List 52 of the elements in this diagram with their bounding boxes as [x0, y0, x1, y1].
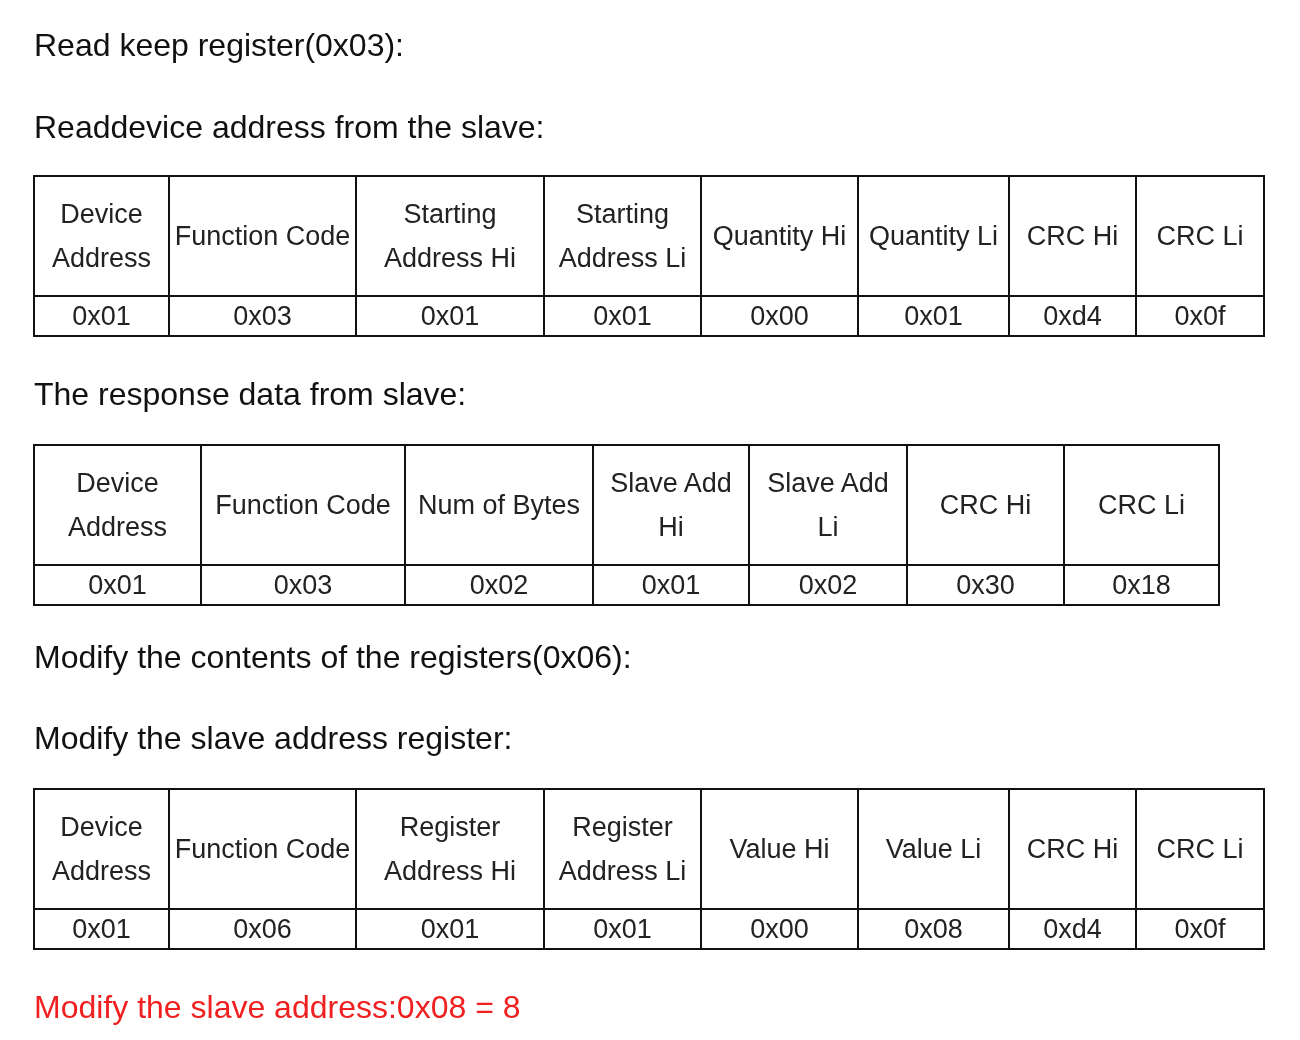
value-cell: 0x01 [544, 909, 701, 949]
column-header-cell: Function Code [169, 789, 356, 909]
value-cell: 0x01 [356, 296, 544, 336]
value-cell: 0x30 [907, 565, 1064, 605]
column-header-cell: Device Address [34, 789, 169, 909]
column-header-cell: Slave Add Li [749, 445, 907, 565]
column-header-cell: Quantity Hi [701, 176, 858, 296]
value-cell: 0x01 [34, 296, 169, 336]
section-heading: Modify the contents of the registers(0x06): [34, 638, 632, 676]
column-header-cell: CRC Hi [1009, 789, 1136, 909]
value-cell: 0x01 [593, 565, 749, 605]
value-cell: 0xd4 [1009, 909, 1136, 949]
value-cell: 0x01 [356, 909, 544, 949]
value-cell: 0x08 [858, 909, 1009, 949]
value-cell: 0x18 [1064, 565, 1219, 605]
note-text: Modify the slave address:0x08 = 8 [34, 988, 521, 1026]
column-header-cell: Starting Address Li [544, 176, 701, 296]
value-cell: 0x02 [749, 565, 907, 605]
value-cell: 0x03 [169, 296, 356, 336]
column-header-cell: Value Li [858, 789, 1009, 909]
value-cell: 0x02 [405, 565, 593, 605]
value-cell: 0x01 [858, 296, 1009, 336]
column-header-cell: CRC Hi [907, 445, 1064, 565]
value-cell: 0x01 [34, 909, 169, 949]
column-header-cell: Value Hi [701, 789, 858, 909]
value-cell: 0x0f [1136, 296, 1264, 336]
column-header-cell: CRC Li [1136, 176, 1264, 296]
value-cell: 0x0f [1136, 909, 1264, 949]
column-header-cell: Quantity Li [858, 176, 1009, 296]
value-cell: 0x03 [201, 565, 405, 605]
section-heading: Readdevice address from the slave: [34, 108, 545, 146]
column-header-cell: Function Code [169, 176, 356, 296]
column-header-cell: Device Address [34, 445, 201, 565]
value-cell: 0x00 [701, 909, 858, 949]
value-cell: 0x01 [544, 296, 701, 336]
column-header-cell: Function Code [201, 445, 405, 565]
value-cell: 0x01 [34, 565, 201, 605]
section-heading: Modify the slave address register: [34, 719, 513, 757]
column-header-cell: CRC Hi [1009, 176, 1136, 296]
column-header-cell: Num of Bytes [405, 445, 593, 565]
column-header-cell: Slave Add Hi [593, 445, 749, 565]
column-header-cell: Register Address Hi [356, 789, 544, 909]
section-heading: Read keep register(0x03): [34, 26, 404, 64]
column-header-cell: CRC Li [1136, 789, 1264, 909]
column-header-cell: Device Address [34, 176, 169, 296]
value-cell: 0x00 [701, 296, 858, 336]
column-header-cell: CRC Li [1064, 445, 1219, 565]
value-cell: 0x06 [169, 909, 356, 949]
section-heading: The response data from slave: [34, 375, 467, 413]
value-cell: 0xd4 [1009, 296, 1136, 336]
column-header-cell: Starting Address Hi [356, 176, 544, 296]
column-header-cell: Register Address Li [544, 789, 701, 909]
